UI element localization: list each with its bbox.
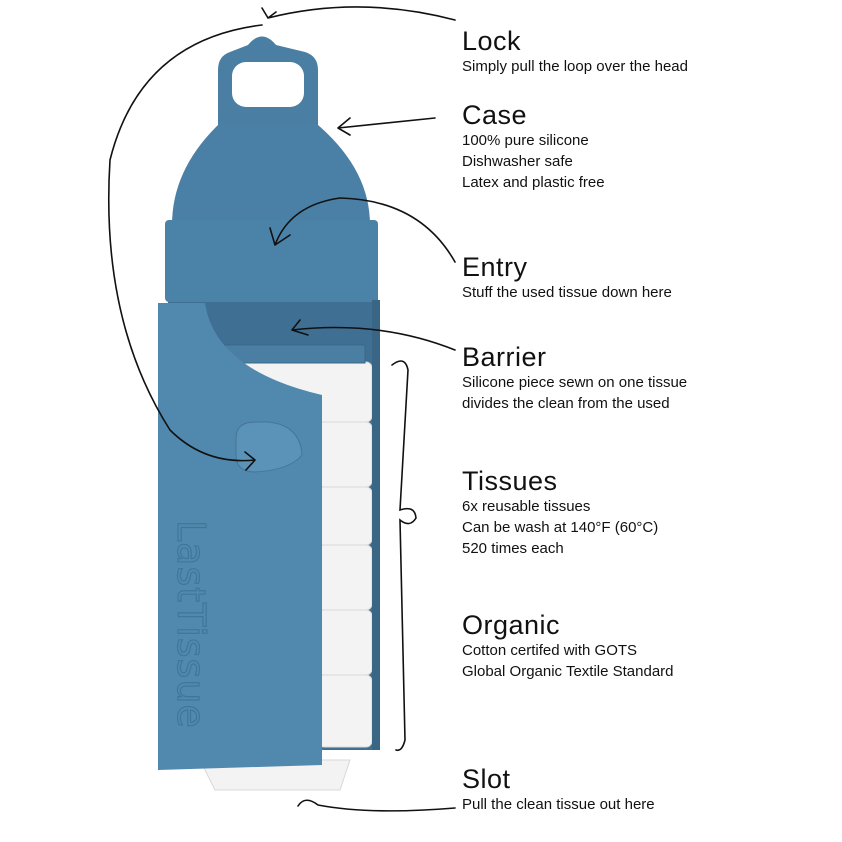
entry-arrow (269, 197, 456, 263)
callout-line: divides the clean from the used (462, 395, 670, 412)
case-head (172, 125, 370, 225)
case-arrow (337, 117, 436, 136)
callout-title: Organic (462, 610, 561, 640)
lock-arrow (261, 6, 456, 21)
case-front (158, 303, 322, 770)
callout-entry: Entry Stuff the used tissue down here (462, 252, 672, 303)
callout-line: Can be wash at 140°F (60°C) (462, 519, 659, 536)
callout-tissues: Tissues 6x reusable tissues Can be wash … (462, 466, 658, 559)
callout-line: Latex and plastic free (462, 174, 605, 191)
callout-title: Tissues (462, 466, 558, 496)
callout-title: Barrier (462, 342, 547, 372)
callout-lock: Lock Simply pull the loop over the head (462, 26, 688, 77)
callout-line: 520 times each (462, 540, 564, 557)
callout-line: Pull the clean tissue out here (462, 796, 655, 813)
callout-organic: Organic Cotton certifed with GOTS Global… (462, 610, 674, 682)
callout-line: Global Organic Textile Standard (462, 663, 674, 680)
entry-band (165, 220, 378, 302)
brand-logo: LastTissue (169, 520, 213, 729)
callout-title: Case (462, 100, 528, 130)
callout-title: Slot (462, 764, 511, 794)
callout-title: Lock (462, 26, 522, 56)
callout-line: Silicone piece sewn on one tissue (462, 374, 688, 391)
tab-arrow (107, 24, 263, 471)
tissues-bracket (391, 360, 417, 752)
callout-line: Cotton certifed with GOTS (462, 642, 638, 659)
callout-line: Stuff the used tissue down here (462, 284, 672, 301)
barrier-arrow (291, 319, 456, 351)
callout-title: Entry (462, 252, 528, 282)
callout-line: 6x reusable tissues (462, 498, 591, 515)
callout-case: Case 100% pure silicone Dishwasher safe … (462, 100, 605, 193)
callout-line: Dishwasher safe (462, 153, 573, 170)
callout-barrier: Barrier Silicone piece sewn on one tissu… (462, 342, 687, 414)
slot-arrow (297, 799, 456, 812)
callout-line: 100% pure silicone (462, 132, 589, 149)
callout-line: Simply pull the loop over the head (462, 58, 688, 75)
callout-slot: Slot Pull the clean tissue out here (462, 764, 655, 815)
annotation-arrows (107, 6, 456, 812)
